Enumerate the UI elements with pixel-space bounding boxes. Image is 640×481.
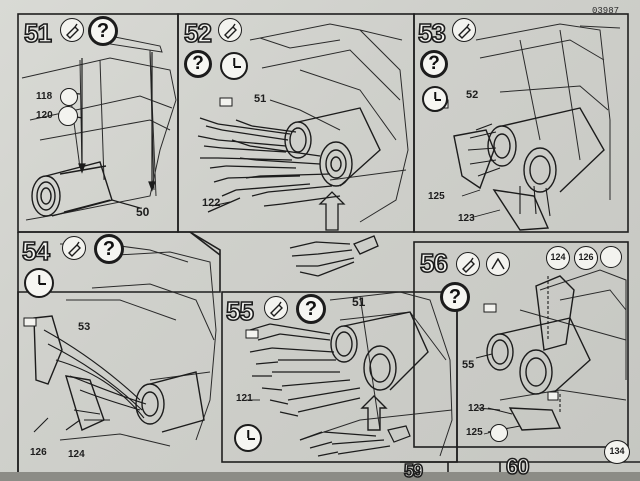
callout-part-51: 51 [352, 295, 366, 309]
step-number-55: 55 [225, 296, 255, 326]
drying-time-clock-icon [220, 52, 248, 80]
question-mark-icon: ? [420, 50, 448, 78]
callout-part-125: 125 [466, 427, 483, 438]
step-number-56: 56 [419, 248, 449, 278]
callout-part-126: 126 [30, 447, 47, 458]
drying-time-clock-icon [234, 424, 262, 452]
question-mark-icon: ? [184, 50, 212, 78]
question-mark-icon: ? [94, 234, 124, 264]
step-number-52: 52 [183, 18, 213, 48]
glue-tube-icon [62, 236, 86, 260]
step-number-59: 59 [403, 461, 424, 481]
part-ring-marker [60, 88, 78, 106]
callout-part-118: 118 [36, 91, 53, 102]
drying-time-clock-icon [24, 268, 54, 298]
step-number-60: 60 [505, 454, 530, 479]
paint-brush-icon [58, 106, 78, 126]
glue-tube-icon [60, 18, 84, 42]
callout-part-124: 124 [546, 246, 570, 270]
callout-part-123: 123 [468, 403, 485, 414]
paint-brush-icon [600, 246, 622, 268]
glue-tube-icon [456, 252, 480, 276]
paint-brush-icon [490, 424, 508, 442]
callout-part-51: 51 [254, 93, 267, 105]
panel-56-border [413, 241, 629, 448]
callout-part-124: 124 [68, 449, 85, 460]
step-number-51: 51 [23, 18, 53, 48]
callout-part-53: 53 [78, 321, 91, 333]
panel-53-border [413, 13, 629, 233]
step-number-53: 53 [417, 18, 447, 48]
callout-part-52: 52 [466, 89, 479, 101]
callout-part-50: 50 [136, 205, 150, 219]
callout-part-120: 120 [36, 110, 53, 121]
glue-tube-icon [452, 18, 476, 42]
question-mark-icon: ? [296, 294, 326, 324]
question-mark-icon: ? [440, 282, 470, 312]
callout-part-121: 121 [236, 393, 253, 404]
callout-part-125: 125 [428, 191, 445, 202]
callout-part-123: 123 [458, 213, 475, 224]
glue-tube-icon [218, 18, 242, 42]
callout-part-134: 134 [604, 440, 630, 464]
glue-tube-icon [264, 296, 288, 320]
callout-part-122: 122 [202, 197, 221, 209]
document-code: 03987 [592, 6, 620, 16]
callout-part-55: 55 [462, 359, 475, 371]
step-number-54: 54 [21, 236, 51, 266]
question-mark-icon: ? [88, 16, 118, 46]
drying-time-clock-icon [422, 86, 448, 112]
callout-part-126: 126 [574, 246, 598, 270]
paint-brush-icon [486, 252, 510, 276]
